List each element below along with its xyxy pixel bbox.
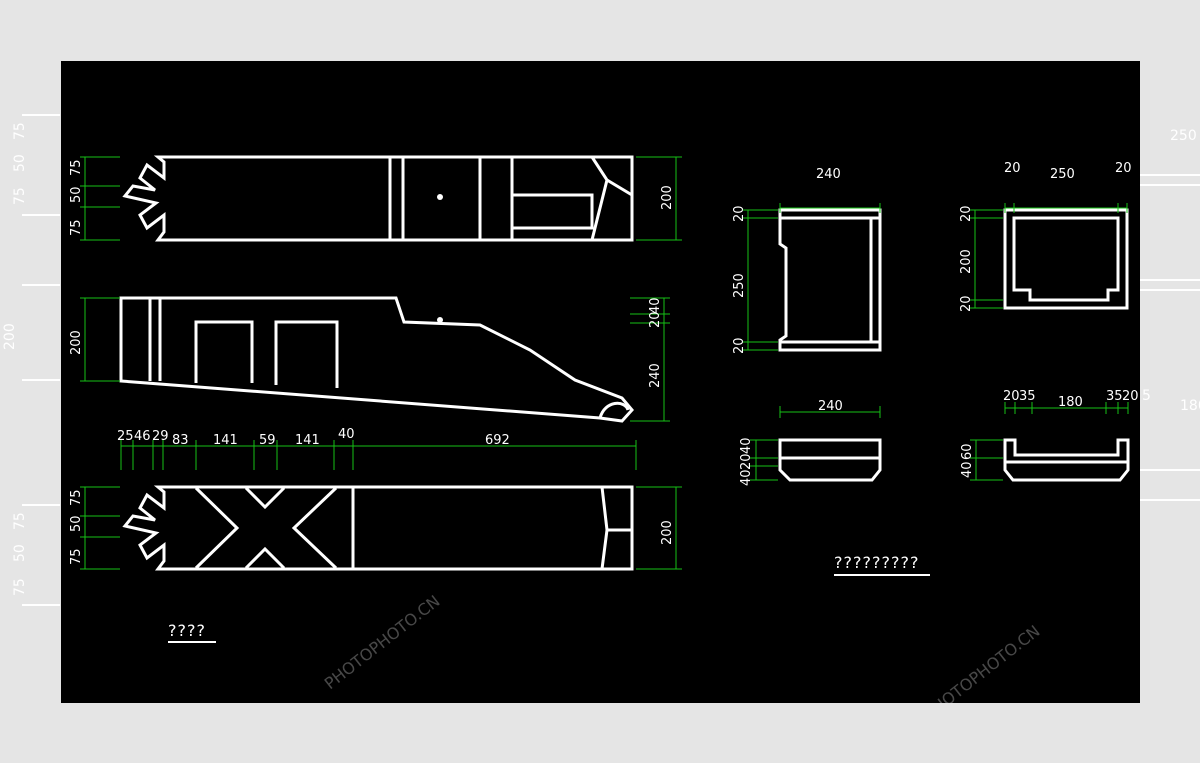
chain-dim-3: 29 xyxy=(152,429,169,444)
top-beam xyxy=(122,155,634,242)
block-4-dim-60: 60 xyxy=(960,443,975,460)
bg-label-left-mid: 200 xyxy=(2,323,18,350)
block-3-dim-40b: 40 xyxy=(739,469,754,486)
middle-beam xyxy=(119,296,634,423)
bg-label-left-bottom-1: 75 xyxy=(12,512,28,530)
bg-label-left-top-3: 75 xyxy=(12,187,28,205)
block-3-dim-20: 20 xyxy=(739,453,754,470)
block-1-dim-20b: 20 xyxy=(732,337,747,354)
block-4-top-35a: 35 xyxy=(1019,389,1036,404)
top-beam-left-dims: 75 50 75 xyxy=(69,156,120,241)
block-3 xyxy=(778,438,882,482)
chain-dimensions: 25 46 29 83 141 59 141 40 692 xyxy=(117,427,637,470)
block-2-dim-20b: 20 xyxy=(959,295,974,312)
middle-beam-dim-240: 240 xyxy=(648,363,663,388)
top-beam-dim-50: 50 xyxy=(69,186,84,203)
block-2-top-250: 250 xyxy=(1050,167,1075,182)
caption-right: ????????? xyxy=(834,553,919,572)
block-2-dim-20a: 20 xyxy=(959,205,974,222)
middle-beam-right-dims: 40 20 240 xyxy=(630,297,670,422)
block-3-dims: 240 40 20 40 xyxy=(739,399,881,486)
bottom-beam-dim-50: 50 xyxy=(69,515,84,532)
watermark-1: PHOTOPHOTO.CN xyxy=(321,591,444,693)
block-2-dim-200: 200 xyxy=(959,249,974,274)
bg-label-left-bottom-3: 75 xyxy=(12,578,28,596)
bg-label-right-mid: 180 xyxy=(1180,398,1200,414)
block-2-top-20b: 20 xyxy=(1115,161,1132,176)
watermark-2: PHOTOPHOTO.CN xyxy=(921,621,1044,703)
chain-dim-5: 141 xyxy=(213,433,238,448)
chain-dim-2: 46 xyxy=(134,429,151,444)
block-1 xyxy=(778,208,882,352)
block-1-dims: 240 20 250 20 xyxy=(732,167,881,354)
block-2-top-20a: 20 xyxy=(1004,161,1021,176)
chain-dim-4: 83 xyxy=(172,433,189,448)
middle-beam-left-dims: 200 xyxy=(69,297,120,382)
block-4-dim-40: 40 xyxy=(960,461,975,478)
block-2-dims: 20 250 20 20 200 20 xyxy=(959,161,1132,312)
bottom-beam-right-dims: 200 xyxy=(636,486,682,570)
chain-dim-6: 59 xyxy=(259,433,276,448)
middle-beam-left-height: 200 xyxy=(69,330,84,355)
block-4-top-180: 180 xyxy=(1058,395,1083,410)
bottom-beam-left-dims: 75 50 75 xyxy=(69,486,120,570)
block-4-top-20b: 20 xyxy=(1122,389,1139,404)
bg-label-left-top-2: 50 xyxy=(12,154,28,172)
block-4-top-20a: 20 xyxy=(1003,389,1020,404)
top-beam-dim-75b: 75 xyxy=(69,219,84,236)
bottom-beam-dim-75b: 75 xyxy=(69,548,84,565)
bg-label-right-top: 250 xyxy=(1170,128,1197,144)
middle-beam-dim-20: 20 xyxy=(648,311,663,328)
block-4-top-35b: 35 xyxy=(1106,389,1123,404)
bottom-beam-height: 200 xyxy=(660,520,675,545)
block-1-dim-250: 250 xyxy=(732,273,747,298)
top-beam-right-dims: 200 xyxy=(636,156,682,241)
bg-label-left-bottom-2: 50 xyxy=(12,544,28,562)
bg-label-right-small: 5 xyxy=(1142,388,1151,404)
caption-left: ???? xyxy=(168,621,206,640)
chain-dim-9: 692 xyxy=(485,433,510,448)
block-3-dim-40a: 40 xyxy=(739,437,754,454)
bottom-beam-dim-75a: 75 xyxy=(69,489,84,506)
middle-beam-dim-40: 40 xyxy=(648,297,663,314)
block-1-dim-20a: 20 xyxy=(732,205,747,222)
block-4 xyxy=(1003,438,1130,482)
chain-dim-8: 40 xyxy=(338,427,355,442)
block-4-dims: 20 35 180 35 20 40 60 xyxy=(960,389,1139,481)
top-beam-height: 200 xyxy=(660,185,675,210)
cad-viewport: 75 50 75 200 200 40 20 240 xyxy=(61,61,1140,703)
block-1-width: 240 xyxy=(816,167,841,182)
bg-label-left-top-1: 75 xyxy=(12,122,28,140)
cad-drawing: 75 50 75 200 200 40 20 240 xyxy=(69,155,1139,703)
block-3-width: 240 xyxy=(818,399,843,414)
top-beam-dim-75a: 75 xyxy=(69,159,84,176)
bottom-beam xyxy=(122,485,634,571)
chain-dim-7: 141 xyxy=(295,433,320,448)
block-2 xyxy=(1003,208,1129,310)
chain-dim-1: 25 xyxy=(117,429,134,444)
